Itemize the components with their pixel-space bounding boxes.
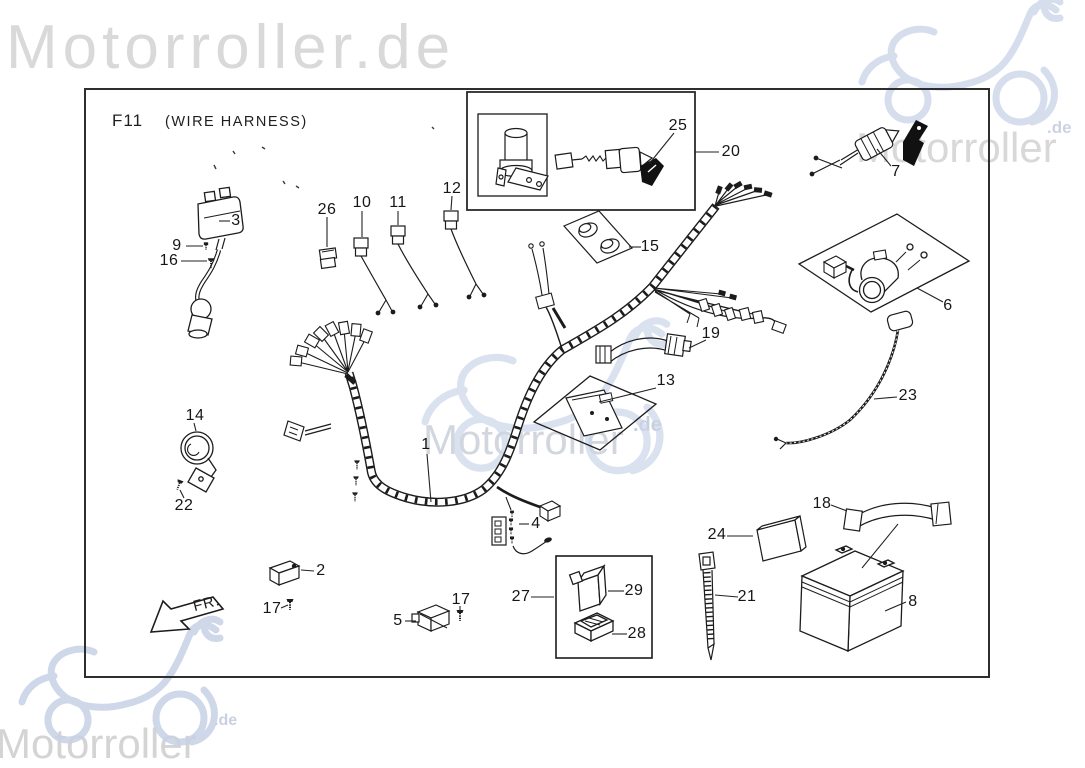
fr-direction-arrow [149, 596, 225, 633]
diagram-border [84, 88, 990, 678]
inset-box [466, 91, 696, 211]
harness-top-connector-fan [714, 180, 773, 207]
ignition-coil-drawing [187, 186, 244, 339]
battery-cable-drawing [773, 310, 914, 450]
cdi-box-group-drawing [555, 555, 653, 659]
cable-tie-drawing [698, 551, 716, 661]
harness-upper-branch-wires [528, 241, 567, 350]
relay-5-drawing [411, 604, 465, 632]
joint-duct-19-drawing [595, 333, 692, 364]
print-specks [213, 126, 435, 189]
battery-pad-drawing [756, 514, 807, 562]
ignition-lock-set-drawing [797, 213, 971, 313]
wire-lead-11 [390, 225, 439, 310]
battery-strap-drawing [843, 501, 952, 569]
harness-middle-connector-fan [653, 287, 787, 334]
horn-drawing [173, 431, 217, 493]
switch-assembly-25-drawing [554, 146, 664, 186]
battery-drawing [799, 545, 905, 653]
connector-26-drawing [318, 247, 338, 270]
figure-name: (WIRE HARNESS) [165, 114, 308, 130]
rubber-mount-28 [573, 612, 615, 643]
leader-lines [179, 132, 944, 635]
figure-title: F11 (WIRE HARNESS) [112, 111, 308, 131]
inset-inner-box [477, 113, 548, 197]
switch-boot-plate-drawing [562, 210, 634, 264]
key-switch-drawing [809, 120, 928, 177]
harness-branch-part4 [491, 485, 562, 555]
harness-lower-left-branch [283, 420, 332, 442]
figure-code: F11 [112, 111, 144, 130]
harness-left-connector-cluster [289, 320, 373, 385]
wire-harness-drawing [283, 180, 787, 555]
cdi-unit-29 [568, 564, 607, 612]
relay-2-drawing [268, 560, 301, 611]
flasher-relay-drawing [495, 127, 549, 191]
wire-lead-12 [443, 210, 487, 300]
wire-lead-10 [353, 237, 396, 316]
